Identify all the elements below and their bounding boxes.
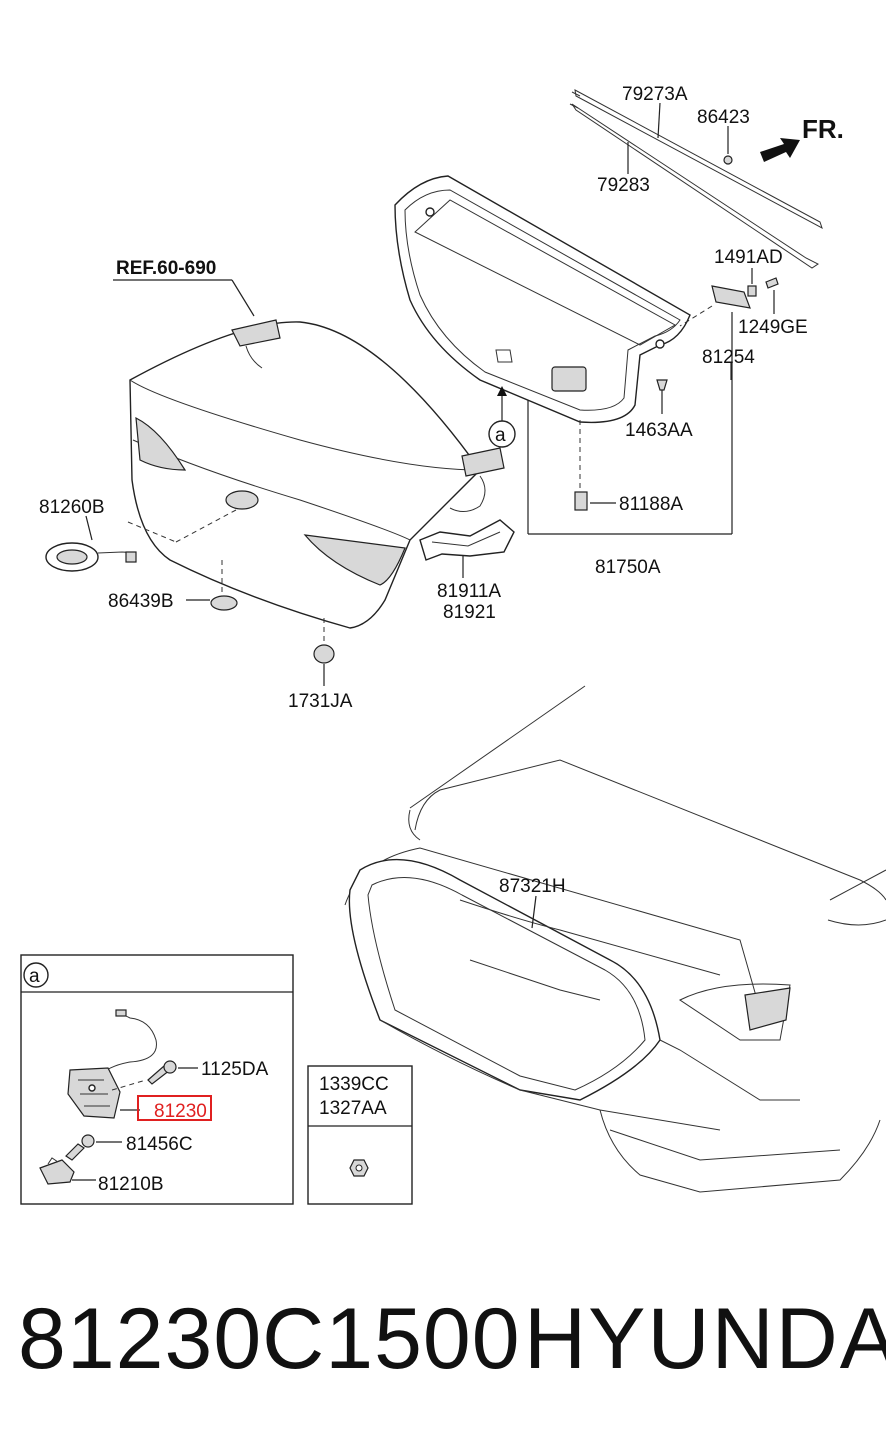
fastener-box xyxy=(307,1065,413,1205)
label-79273a: 79273A xyxy=(622,84,688,105)
striker-81210b-icon xyxy=(39,1157,75,1185)
label-81921: 81921 xyxy=(443,602,496,623)
clip-86423-icon xyxy=(723,155,733,165)
grommet-1731ja-icon xyxy=(313,644,335,664)
label-81260b: 81260B xyxy=(39,497,105,518)
trunk-lid-panel xyxy=(129,321,481,629)
parts-diagram: FR. a xyxy=(20,84,886,1205)
trunk-latch-81230-icon xyxy=(67,1067,121,1119)
label-81456c: 81456C xyxy=(126,1134,193,1155)
label-81750a: 81750A xyxy=(595,557,661,578)
label-81210b: 81210B xyxy=(98,1174,164,1195)
label-86439b: 86439B xyxy=(108,591,174,612)
trunk-lid-trim xyxy=(394,175,691,424)
label-1327aa: 1327AA xyxy=(319,1098,387,1119)
label-1125da: 1125DA xyxy=(201,1059,269,1080)
hinge-right xyxy=(449,447,505,512)
grommet-1463aa-icon xyxy=(656,379,668,391)
brand-caption: HYUNDAI xyxy=(524,1291,886,1387)
part-number-caption: 81230C1500 xyxy=(18,1291,521,1387)
emblem-icon xyxy=(225,490,259,510)
label-86423: 86423 xyxy=(697,107,750,128)
label-81254: 81254 xyxy=(702,347,755,368)
label-87321h: 87321H xyxy=(499,876,566,897)
hinge-left xyxy=(231,319,281,369)
screw-1249ge-icon xyxy=(765,277,779,289)
highlight-box-81230 xyxy=(137,1095,212,1121)
bumper-81188a-icon xyxy=(574,491,588,511)
latch-cable xyxy=(99,1009,157,1077)
detail-a-marker-label: a xyxy=(495,425,506,446)
label-1249ge: 1249GE xyxy=(738,317,808,338)
reference-label: REF.60-690 xyxy=(116,258,216,279)
vehicle-rear-body xyxy=(344,685,886,1193)
tail-lamp-left-icon xyxy=(135,416,187,471)
tail-lamp-right-icon xyxy=(303,534,406,586)
front-arrow-icon xyxy=(760,138,800,162)
trim-handle-icon xyxy=(551,366,587,392)
label-81230-highlighted: 81230 xyxy=(154,1101,207,1122)
tail-lamp-vehicle-icon xyxy=(744,987,791,1031)
bolt-81456c-icon xyxy=(65,1134,95,1161)
label-79283: 79283 xyxy=(597,175,650,196)
label-1491ad: 1491AD xyxy=(714,247,783,268)
label-81188a: 81188A xyxy=(619,494,683,515)
label-1731ja: 1731JA xyxy=(288,691,353,712)
bracket-81911a xyxy=(419,519,515,561)
detail-box-marker: a xyxy=(29,966,40,987)
label-1339cc: 1339CC xyxy=(319,1074,389,1095)
detail-a-marker xyxy=(488,420,516,448)
trunk-lid-rods xyxy=(569,89,823,269)
bolt-1125da-icon xyxy=(147,1060,177,1085)
lamp-bracket-81254 xyxy=(711,277,779,309)
plug-86439b-icon xyxy=(210,595,238,611)
front-direction-label: FR. xyxy=(802,114,844,144)
label-1463aa: 1463AA xyxy=(625,420,693,441)
label-81911a: 81911A xyxy=(437,581,501,602)
clip-1491ad-icon xyxy=(747,285,757,297)
emblem-81260b-icon xyxy=(45,542,137,572)
caption: 81230C1500 HYUNDAI xyxy=(0,1290,886,1400)
